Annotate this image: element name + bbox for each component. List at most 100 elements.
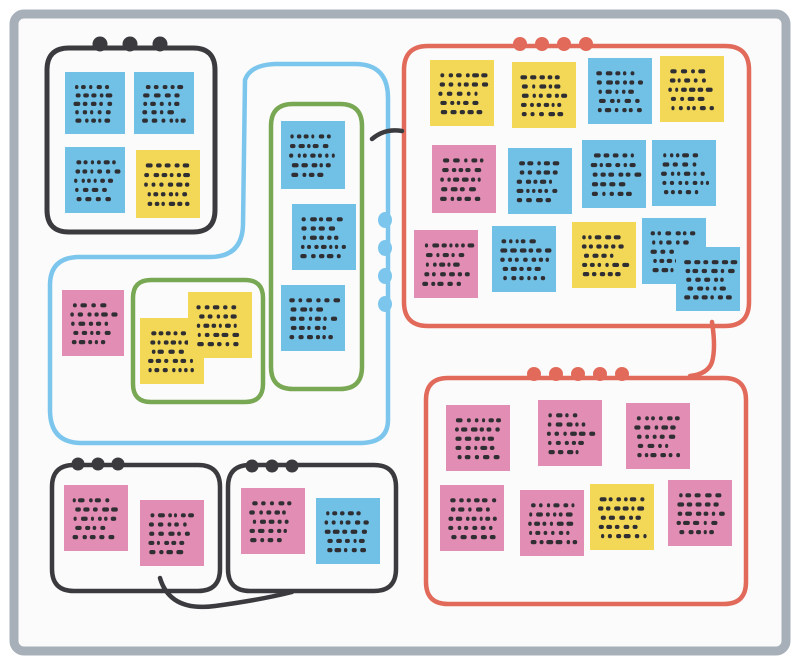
scribble-mark (71, 340, 77, 345)
scribble-mark (311, 134, 315, 139)
group-dot (152, 36, 168, 52)
scribble-mark (609, 253, 614, 258)
scribble-mark (683, 171, 691, 176)
scribble-mark (594, 235, 602, 240)
scribble-mark (543, 170, 551, 175)
scribble-mark (575, 422, 579, 427)
scribble-mark (100, 303, 107, 308)
scribble-mark (539, 112, 544, 117)
scribble-mark (314, 325, 321, 331)
scribble-mark (164, 93, 171, 98)
scribble-mark (290, 325, 297, 331)
scribble-mark (217, 342, 222, 347)
scribble-mark (474, 498, 480, 503)
scribble-mark (463, 100, 469, 106)
scribble-mark (705, 180, 710, 186)
scribble-mark (614, 506, 621, 511)
scribble-mark (600, 515, 606, 520)
scribble-mark (539, 84, 547, 89)
scribble-mark (461, 177, 469, 182)
scribble-mark (695, 277, 701, 282)
scribble-mark (316, 307, 324, 312)
scribble-mark (440, 110, 448, 115)
scribble-mark (451, 252, 455, 258)
scribble-mark (77, 312, 84, 317)
scribble-mark (552, 188, 558, 194)
scribble-mark (629, 162, 636, 168)
scribble-mark (189, 358, 194, 364)
scribble-mark (650, 249, 657, 254)
scribble-mark (323, 316, 327, 321)
scribble-mark (175, 192, 179, 197)
scribble-mark (543, 530, 548, 536)
scribble-mark (614, 80, 620, 85)
scribble-mark (308, 172, 315, 177)
scribble-mark (298, 335, 304, 340)
scribble-mark (296, 134, 302, 139)
scribble-mark (685, 511, 692, 516)
scribble-mark (611, 244, 616, 249)
scribble-mark (153, 93, 161, 98)
scribble-mark (75, 525, 82, 531)
scribble-mark (185, 201, 190, 206)
scribble-mark (81, 84, 86, 90)
scribble-mark (172, 368, 176, 373)
scribble-mark (692, 106, 696, 111)
scribble-mark (182, 192, 188, 197)
scribble-mark (533, 179, 538, 184)
scribble-mark (644, 453, 649, 458)
scribble-mark (344, 538, 350, 544)
scribble-mark (603, 244, 609, 249)
scribble-mark (581, 244, 587, 249)
scribble-mark (677, 78, 681, 83)
note-paper (292, 204, 356, 270)
scribble-mark (694, 493, 701, 498)
scribble-mark (97, 110, 102, 115)
group-dot (92, 36, 108, 52)
scribble-mark (529, 530, 533, 536)
scribble-mark (536, 102, 542, 108)
scribble-mark (669, 249, 675, 254)
scribble-mark (475, 507, 483, 512)
scribble-mark (170, 340, 177, 345)
scribble-mark (182, 163, 190, 168)
scribble-mark (609, 98, 615, 104)
sticky-note (65, 72, 125, 134)
scribble-mark (659, 434, 665, 439)
scribble-mark (677, 502, 685, 507)
group-dot (615, 367, 629, 381)
scribble-mark (291, 163, 299, 168)
scribble-mark (196, 323, 201, 328)
group-dot (71, 457, 85, 471)
scribble-mark (605, 71, 613, 76)
scribble-mark (156, 540, 160, 546)
group-dot (285, 459, 299, 473)
scribble-mark (465, 516, 470, 521)
scribble-mark (481, 73, 488, 78)
scribble-mark (99, 101, 103, 106)
scribble-mark (575, 450, 579, 455)
scribble-mark (464, 525, 469, 531)
scribble-mark (669, 180, 675, 186)
sticky-note (652, 140, 716, 206)
group-dot (91, 457, 105, 471)
scribble-mark (651, 416, 655, 421)
sticky-note (281, 121, 345, 189)
scribble-mark (317, 172, 324, 177)
scribble-mark (598, 506, 604, 511)
scribble-mark (197, 342, 204, 347)
scribble-mark (671, 106, 675, 111)
sticky-note (660, 56, 724, 122)
group-outline-big-blue (47, 61, 391, 446)
scribble-mark (520, 75, 528, 80)
scribble-mark (532, 93, 536, 98)
scribble-mark (153, 84, 159, 90)
scribble-mark (544, 188, 549, 194)
scribble-mark (685, 268, 691, 274)
scribble-mark (489, 445, 495, 451)
scribble-mark (695, 511, 702, 516)
scribble-mark (99, 93, 104, 98)
scribble-mark (298, 143, 305, 149)
scribble-mark (311, 254, 316, 259)
